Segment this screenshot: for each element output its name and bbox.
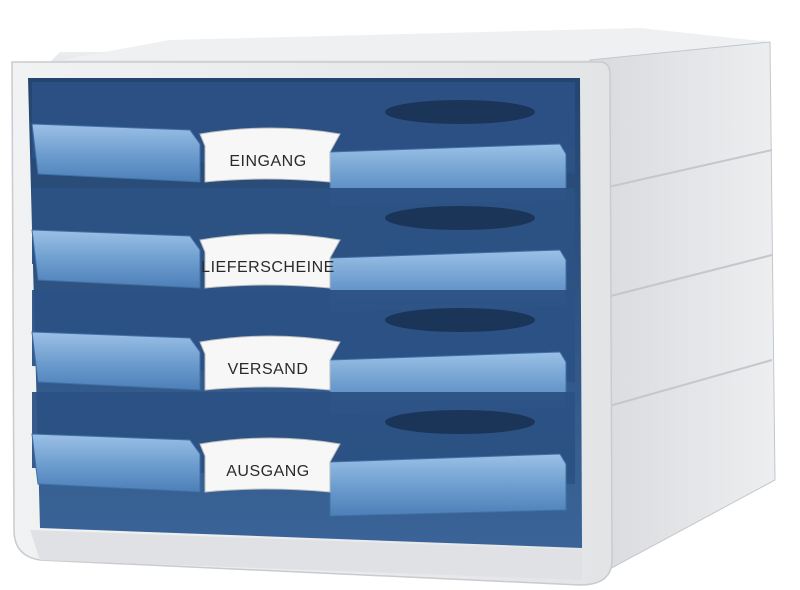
drawer-label-plate	[199, 233, 341, 289]
drawer-label-plate	[199, 437, 341, 493]
drawer-4[interactable]: AUSGANG	[31, 392, 575, 517]
drawer-stack: EINGANG LIEFERSCHEINE VERSAND AUSGANG	[31, 82, 575, 517]
drawer-cutout	[385, 410, 535, 434]
drawer-left-handle[interactable]	[31, 229, 201, 289]
housing-top-rear	[60, 28, 770, 60]
drawer-1[interactable]: EINGANG	[31, 82, 575, 207]
drawer-cutout	[385, 308, 535, 332]
drawer-label: VERSAND	[228, 361, 309, 378]
side-rib-1	[594, 149, 773, 191]
drawer-left-handle[interactable]	[31, 331, 201, 391]
drawer-cutout	[385, 206, 535, 230]
drawer-label: LIEFERSCHEINE	[201, 259, 335, 276]
drawer-left-handle[interactable]	[31, 123, 201, 183]
drawer-label: EINGANG	[229, 153, 306, 170]
drawer-cutout	[385, 100, 535, 124]
housing-base	[30, 530, 582, 580]
drawer-label: AUSGANG	[226, 463, 310, 480]
drawer-label-plate	[199, 335, 341, 391]
drawer-label-plate	[199, 127, 341, 183]
side-rib-2	[594, 254, 773, 301]
drawer-left-handle[interactable]	[31, 433, 201, 493]
side-rib-3	[594, 359, 773, 411]
drawer-right-handle[interactable]	[329, 453, 567, 517]
